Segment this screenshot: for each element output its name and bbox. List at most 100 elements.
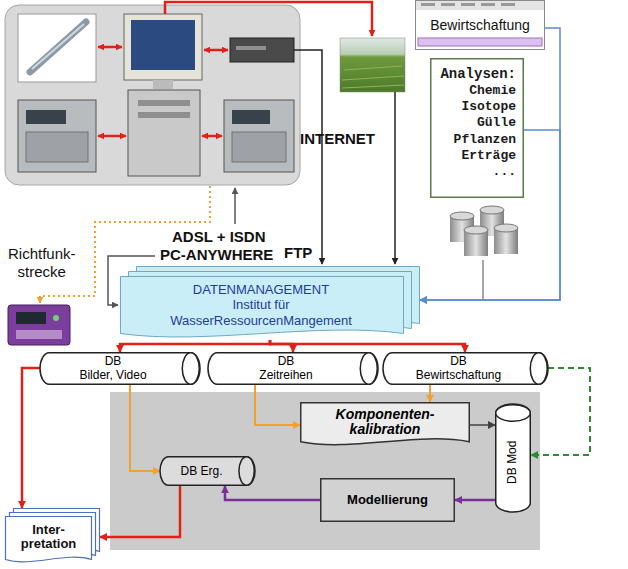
probe-body bbox=[30, 22, 86, 72]
db-name: Bilder, Video bbox=[79, 369, 146, 382]
device-terminal bbox=[16, 330, 62, 339]
db-prefix: DB bbox=[105, 355, 122, 368]
monitor-stand bbox=[153, 80, 173, 89]
process-box: Modellierung bbox=[320, 478, 455, 522]
connector bbox=[429, 385, 431, 402]
toolbar-item bbox=[461, 3, 475, 6]
toolbar-item bbox=[501, 3, 515, 6]
logger-display bbox=[26, 110, 66, 124]
database-cylinder: DB Mod bbox=[495, 404, 531, 512]
process-label: Komponenten-kalibration bbox=[336, 407, 435, 438]
ftp-line bbox=[294, 50, 322, 264]
cylinder-body bbox=[40, 353, 200, 385]
box-outline bbox=[431, 59, 524, 198]
process-label: Modellierung bbox=[347, 492, 428, 508]
db-name: Bewirtschaftung bbox=[416, 369, 501, 382]
link-arrow bbox=[98, 135, 126, 138]
field-rows bbox=[342, 66, 404, 88]
box-heading: DATENMANAGEMENT bbox=[193, 282, 329, 298]
device-led bbox=[53, 315, 59, 321]
logger-display bbox=[232, 110, 270, 124]
db-prefix: DB bbox=[278, 355, 295, 368]
connector bbox=[225, 486, 320, 500]
institute-name: Institut für WasserRessourcenMangement bbox=[141, 297, 381, 328]
probe-photo bbox=[18, 14, 96, 82]
logger-keypad bbox=[232, 132, 286, 162]
soil-sample-ring bbox=[494, 224, 518, 232]
device-display bbox=[16, 312, 46, 324]
toolbar-item bbox=[421, 3, 435, 6]
probe-highlight bbox=[32, 24, 84, 69]
document-sheet bbox=[121, 277, 404, 337]
data-logger bbox=[224, 100, 294, 172]
box-heading: Analysen: bbox=[440, 66, 516, 83]
server-slot bbox=[236, 46, 266, 50]
link-label: Richtfunk-strecke bbox=[8, 245, 76, 281]
connector bbox=[455, 499, 495, 502]
screenshot-box: Bewirtschaftung bbox=[415, 0, 545, 50]
toolbar-item bbox=[481, 3, 495, 6]
connector bbox=[270, 340, 293, 352]
document-sheet bbox=[301, 403, 470, 445]
document-stack: Inter-pretation bbox=[5, 508, 100, 564]
box-outline bbox=[321, 479, 455, 522]
computer-case bbox=[128, 90, 200, 176]
data-logger bbox=[18, 100, 96, 172]
soil-sample-ring bbox=[480, 206, 504, 214]
upload-line bbox=[165, 2, 372, 36]
drive-slot bbox=[138, 100, 190, 106]
database-cylinder: DBBewirtschaftung bbox=[383, 352, 548, 385]
cylinder-end bbox=[496, 405, 531, 422]
radio-device bbox=[8, 305, 70, 345]
logger-keypad bbox=[26, 132, 88, 162]
output-label: Inter-pretation bbox=[21, 523, 77, 552]
data-management-stack: DATENMANAGEMENTInstitut für WasserRessou… bbox=[120, 266, 420, 340]
link-arrow bbox=[98, 46, 122, 49]
db-prefix: DB bbox=[450, 355, 467, 368]
soil-sample-ring bbox=[464, 226, 488, 234]
cylinder-body bbox=[383, 353, 548, 385]
link-label: INTERNET bbox=[300, 130, 375, 148]
drive-slot bbox=[138, 112, 190, 118]
cylinder-end bbox=[360, 353, 377, 385]
sample-line bbox=[482, 260, 484, 299]
database-cylinder: DBZeitreihen bbox=[208, 352, 378, 385]
connector bbox=[130, 385, 160, 471]
document-sheet bbox=[6, 517, 92, 562]
analysis-box: Analysen:Chemie Isotope Gülle Pflanzen E… bbox=[430, 58, 524, 198]
connector bbox=[420, 28, 560, 300]
calibration-document: Komponenten-kalibration bbox=[300, 402, 470, 448]
screen-toolbar bbox=[416, 1, 544, 10]
link-label: PC-ANYWHERE bbox=[160, 246, 273, 264]
connector bbox=[470, 424, 495, 426]
station-panel bbox=[5, 5, 300, 185]
database-cylinder: DB Erg. bbox=[160, 456, 255, 486]
connector bbox=[255, 385, 300, 425]
cylinder-end bbox=[530, 353, 547, 385]
screen-title: Bewirtschaftung bbox=[430, 17, 530, 34]
link-arrow bbox=[204, 49, 228, 52]
cylinder-end bbox=[239, 457, 254, 486]
connector bbox=[270, 340, 465, 352]
cylinder-body bbox=[496, 404, 531, 512]
cylinder-body bbox=[208, 353, 378, 385]
soil-sample-ring bbox=[450, 212, 474, 220]
monitor bbox=[124, 14, 202, 80]
screen-frame bbox=[416, 1, 545, 50]
db-name: DB Erg. bbox=[180, 464, 222, 478]
toolbar-item bbox=[441, 3, 455, 6]
internet-line bbox=[394, 92, 396, 264]
cylinder-body bbox=[160, 457, 255, 486]
link-arrow bbox=[202, 135, 222, 138]
connector bbox=[120, 340, 270, 352]
remote-line bbox=[234, 188, 236, 224]
analysis-list: Chemie Isotope Gülle Pflanzen Erträge ..… bbox=[454, 83, 516, 181]
screen-band bbox=[418, 38, 542, 46]
connector bbox=[22, 368, 40, 508]
cylinder-end bbox=[182, 353, 199, 385]
connector bbox=[100, 486, 180, 537]
monitor-screen bbox=[131, 20, 195, 70]
db-name: DB Mod bbox=[506, 440, 520, 483]
server-box bbox=[230, 38, 294, 62]
